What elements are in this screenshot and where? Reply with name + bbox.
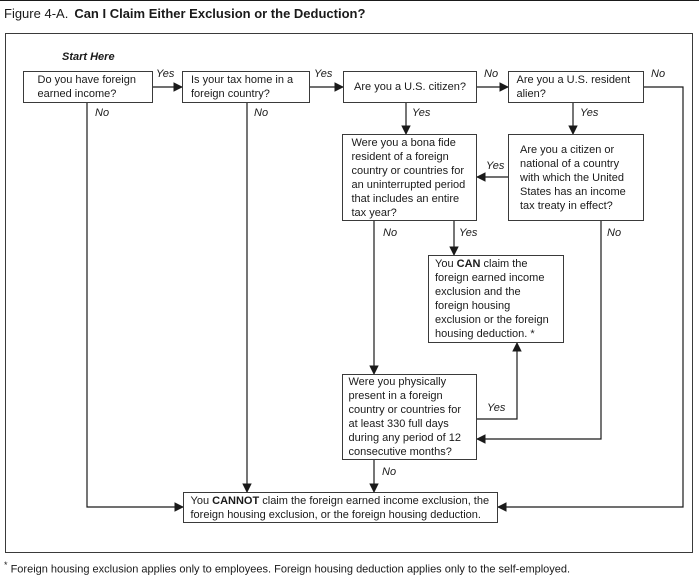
node-text: Were you a bona fide resident of a forei… [351, 136, 466, 219]
node-income-tax-treaty: Are you a citizen or national of a count… [508, 134, 644, 221]
edge-label-citizen-no: No [484, 68, 499, 80]
footnote-asterisk: * [4, 560, 8, 570]
edge-label-income-no: No [95, 107, 110, 119]
cannot-post: claim the foreign earned income exclusio… [190, 494, 490, 521]
node-foreign-earned-income: Do you have foreign earned income? [23, 71, 153, 103]
node-text: Are you a U.S. resident alien? [516, 74, 631, 100]
start-here-label: Start Here [62, 51, 115, 63]
cannot-pre: You [190, 494, 213, 507]
edge-label-citizen-yes: Yes [412, 107, 431, 119]
node-text: Is your tax home in a foreign country? [191, 74, 294, 100]
node-tax-home: Is your tax home in a foreign country? [182, 71, 310, 103]
node-resident-alien: Are you a U.S. resident alien? [508, 71, 644, 103]
node-can-claim-result: You CAN claim the foreign earned income … [428, 255, 564, 343]
cannot-keyword: CANNOT [212, 494, 260, 507]
node-text: You CANNOT claim the foreign earned inco… [191, 494, 491, 522]
edge-label-alien-no: No [651, 68, 666, 80]
edge-label-bonafide-yes: Yes [459, 227, 478, 239]
edge-label-bonafide-no: No [383, 227, 398, 239]
edge-label-treaty-no: No [607, 227, 622, 239]
can-pre: You [435, 258, 457, 270]
edge-label-income-yes: Yes [156, 68, 175, 80]
node-text: Were you physically present in a foreign… [348, 376, 462, 458]
node-us-citizen: Are you a U.S. citizen? [343, 71, 477, 103]
edge-label-taxhome-no: No [254, 107, 269, 119]
node-text: Are you a citizen or national of a count… [520, 143, 626, 212]
footnote: * Foreign housing exclusion applies only… [4, 560, 570, 576]
can-post: claim the foreign earned income exclusio… [435, 258, 549, 340]
node-text: Are you a U.S. citizen? [354, 81, 466, 93]
can-keyword: CAN [456, 258, 481, 270]
figure-title-text: Can I Claim Either Exclusion or the Dedu… [74, 6, 366, 21]
edge-label-alien-yes: Yes [580, 107, 599, 119]
figure-number: Figure 4-A. [4, 6, 69, 21]
node-physical-presence: Were you physically present in a foreign… [342, 374, 477, 460]
edge-label-taxhome-yes: Yes [314, 68, 333, 80]
edge-label-presence-yes: Yes [487, 402, 506, 414]
node-bona-fide-residence: Were you a bona fide resident of a forei… [342, 134, 477, 221]
edge-label-presence-no: No [382, 466, 397, 478]
node-text: You CAN claim the foreign earned income … [435, 257, 557, 341]
node-text: Do you have foreign earned income? [37, 74, 136, 100]
edge-label-treaty-yes: Yes [486, 160, 505, 172]
node-cannot-claim-result: You CANNOT claim the foreign earned inco… [183, 492, 498, 523]
top-rule-divider [0, 0, 699, 1]
figure-title: Figure 4-A. Can I Claim Either Exclusion … [4, 6, 365, 21]
footnote-text: Foreign housing exclusion applies only t… [10, 563, 571, 576]
chart-border-frame [5, 33, 693, 553]
